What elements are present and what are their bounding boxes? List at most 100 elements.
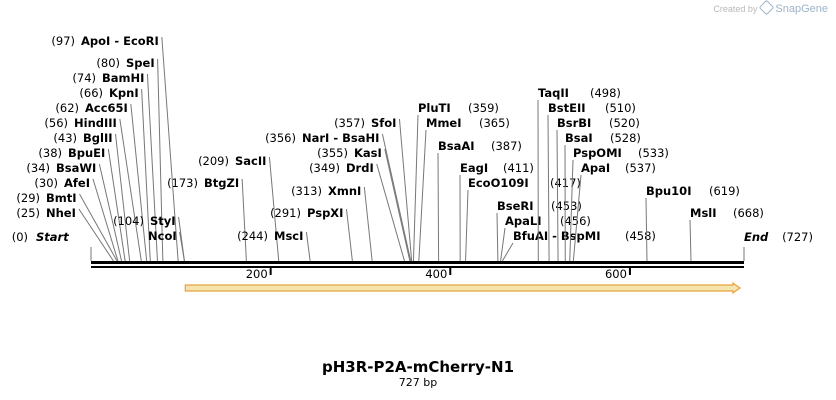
enzyme-position: (668) [733,206,764,220]
site-line [465,189,469,262]
enzyme-position: (74) [72,71,96,85]
site-line [79,193,118,262]
enzyme-name: BfuAI - BspMI [513,229,600,243]
enzyme-position: (349) [309,161,340,175]
site-line [98,163,123,262]
enzyme-position: (359) [468,101,499,115]
site-line [305,231,311,262]
site-line [78,208,114,262]
enzyme-position: (25) [16,206,40,220]
site-line [157,58,164,262]
enzyme-name: BsrBI [557,116,591,130]
enzyme-position: (80) [96,56,120,70]
enzyme-name: SacII [235,154,266,168]
site-line [418,129,427,262]
backbone-bottom-line [91,266,744,268]
enzyme-name: NheI [46,206,76,220]
site-line [398,118,413,262]
enzyme-position: (62) [55,101,79,115]
feature-arrow [184,281,742,295]
ruler-tick-label: 600 [605,267,627,281]
site-line [500,227,506,262]
site-line [547,114,550,262]
enzyme-position: (356) [265,131,296,145]
backbone-top-line [91,261,744,264]
enzyme-position: (520) [609,116,640,130]
enzyme-position: (533) [638,146,669,160]
site-line [381,133,412,262]
ruler-tick [269,267,272,275]
site-line [437,152,440,262]
enzyme-name: StyI [150,214,176,228]
enzyme-position: (619) [709,184,740,198]
site-line [241,178,247,262]
site-line [496,212,499,262]
enzyme-name: MmeI [426,116,462,130]
site-line [146,73,158,262]
enzyme-name: NarI - BsaHI [302,131,379,145]
site-line [115,133,131,262]
site-line [130,103,148,262]
site-line [689,219,692,262]
enzyme-position: (510) [605,101,636,115]
site-line [645,197,648,262]
credit-prefix: Created by [713,4,758,14]
enzyme-name: Bpu10I [646,184,691,198]
site-line [363,186,373,262]
plasmid-size: 727 bp [398,376,438,389]
site-line [501,242,514,262]
enzyme-position: (528) [610,131,641,145]
enzyme-position: (173) [167,176,198,190]
enzyme-position: (313) [291,184,322,198]
end-position: (727) [782,230,813,244]
enzyme-name: XmnI [328,184,361,198]
enzyme-position: (29) [16,191,40,205]
site-line [569,159,574,262]
end-label: End [744,230,769,244]
enzyme-name: BpuEI [68,146,105,160]
enzyme-position: (458) [625,229,656,243]
site-line [412,114,419,262]
enzyme-name: NcoI [148,229,177,243]
enzyme-position: (66) [79,86,103,100]
enzyme-position: (365) [479,116,510,130]
enzyme-name: SfoI [371,116,396,130]
enzyme-name: DrdI [346,161,374,175]
enzyme-name: BtgZI [204,176,239,190]
enzyme-position: (411) [503,161,534,175]
enzyme-position: (38) [38,146,62,160]
ruler-tick-label: 200 [246,267,268,281]
enzyme-name: EagI [460,161,488,175]
enzyme-position: (104) [113,214,144,228]
site-line [268,156,280,262]
enzyme-name: PluTI [418,101,451,115]
site-line [345,208,353,262]
enzyme-name: BamHI [102,71,144,85]
enzyme-name: KasI [354,146,382,160]
enzyme-position: (209) [198,154,229,168]
enzyme-position: (498) [590,86,621,100]
enzyme-position: (357) [334,116,365,130]
enzyme-position: (244) [237,229,268,243]
site-line [376,163,405,262]
enzyme-name: TaqII [538,86,569,100]
enzyme-name: EcoO109I [468,176,529,190]
enzyme-name: ApaI [581,161,610,175]
enzyme-name: BglII [83,131,113,145]
enzyme-name: PspOMI [573,146,622,160]
enzyme-position: (453) [551,199,582,213]
site-line [161,36,179,262]
ruler-tick [628,267,631,275]
enzyme-name: BsaAI [438,139,475,153]
site-line [178,216,185,262]
enzyme-name: MslI [690,206,717,220]
enzyme-position: (456) [560,214,591,228]
enzyme-name: AfeI [64,176,90,190]
site-line [556,129,559,262]
enzyme-position: (34) [26,161,50,175]
enzyme-position: (291) [270,206,301,220]
plasmid-name: pH3R-P2A-mCherry-N1 [321,358,515,376]
ruler-tick [449,267,452,275]
